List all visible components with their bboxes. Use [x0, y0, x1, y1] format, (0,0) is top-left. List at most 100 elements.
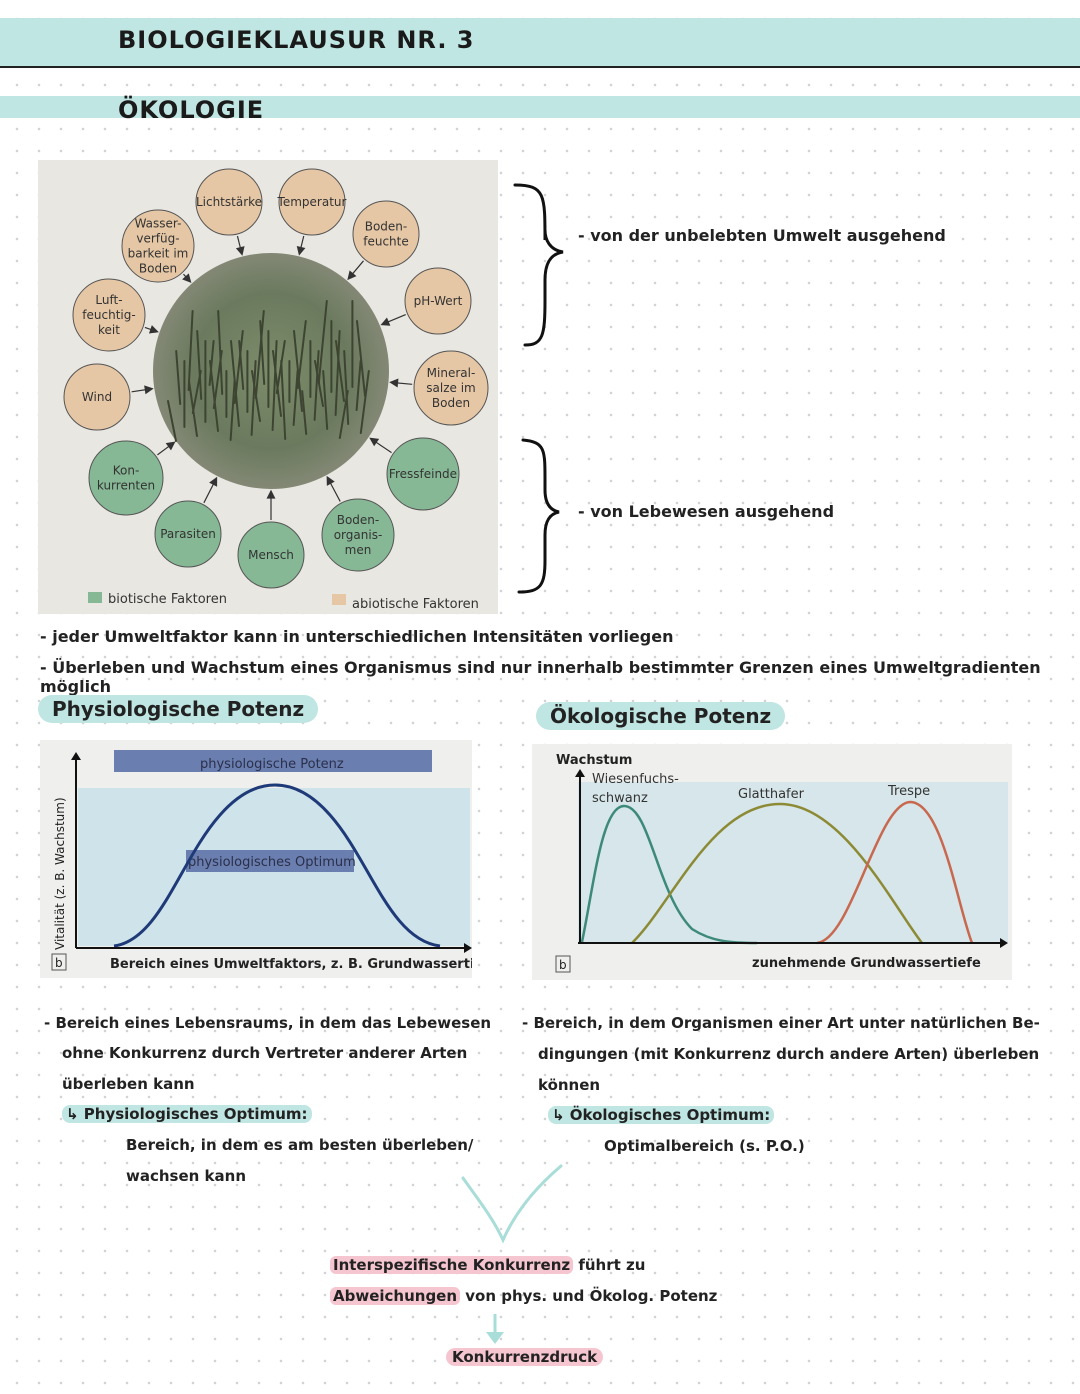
- grass-blade: [196, 330, 203, 400]
- oeko-ylabel: Wachstum: [556, 753, 632, 768]
- oeko-heading: Ökologische Potenz: [536, 702, 786, 730]
- abiotic-factor-label: keit: [98, 323, 120, 337]
- biotic-factor-label: Boden-: [337, 513, 380, 527]
- physio-panel-box: [51, 953, 67, 971]
- grass-photo-circle: [153, 253, 389, 489]
- conclusion-line-1: Interspezifische Konkurrenz führt zu: [330, 1256, 645, 1274]
- abiotic-factor-label: Boden: [432, 396, 470, 410]
- physio-sub-heading-text: ↳ Physiologisches Optimum:: [62, 1105, 312, 1123]
- biotic-factor-bubble: [154, 500, 222, 568]
- abiotic-factor-bubble: [63, 363, 131, 431]
- grass-blade: [188, 380, 198, 437]
- grass-blade: [238, 340, 245, 390]
- physio-x-arrow: [464, 943, 472, 953]
- abiotic-factor-label: Temperatur: [277, 195, 347, 209]
- abiotic-factor-bubble: [352, 200, 420, 268]
- abiotic-factor-label: Boden-: [365, 220, 408, 234]
- oeko-curve-trespe: [816, 800, 974, 945]
- physio-ylabel: Vitalität (z. B. Wachstum): [53, 797, 67, 950]
- conclusion-line-2-rest: von phys. und Ökolog. Potenz: [460, 1287, 718, 1305]
- abiotic-factor-label: pH-Wert: [414, 294, 463, 308]
- oeko-y-arrow: [575, 769, 585, 777]
- grass-blade: [335, 340, 345, 402]
- biotic-arrowhead: [209, 476, 218, 487]
- oeko-text-2: dingungen (mit Konkurrenz durch andere A…: [538, 1045, 1040, 1063]
- abiotic-factor-label: barkeit im: [128, 247, 189, 261]
- grass-blade: [175, 350, 182, 405]
- grass-blade: [334, 330, 341, 416]
- abiotic-factor-label: salze im: [426, 381, 475, 395]
- biotic-arrowhead: [326, 475, 335, 486]
- grass-blade: [217, 310, 224, 395]
- physio-potenz-label: physiologische Potenz: [200, 757, 344, 772]
- abiotic-arrowhead: [347, 270, 357, 281]
- abiotic-arrowhead: [148, 325, 159, 334]
- page-title: BIOLOGIEKLAUSUR NR. 3: [118, 26, 475, 54]
- grass-blade: [208, 340, 215, 386]
- grass-blade: [322, 370, 329, 430]
- page-subtitle: ÖKOLOGIE: [118, 96, 265, 124]
- grass-blade: [301, 390, 308, 435]
- abiotic-factor-label: verfüg-: [136, 232, 179, 246]
- title-rule: [0, 66, 1080, 68]
- grass-blade: [313, 350, 320, 421]
- abiotic-factor-label: feuchte: [363, 235, 409, 249]
- subtitle-band: [0, 96, 1080, 118]
- oeko-series-1-label-a: Wiesenfuchs-: [592, 772, 679, 787]
- note-line-1: - jeder Umweltfaktor kann in unterschied…: [40, 627, 674, 646]
- abiotic-note: - von der unbelebten Umwelt ausgehend: [578, 226, 946, 245]
- biotic-arrowhead: [369, 437, 380, 447]
- oeko-curve-glatthafer: [631, 802, 923, 944]
- oeko-panel-label: b: [559, 958, 567, 972]
- braces: [513, 183, 564, 594]
- oeko-sub-1: Optimalbereich (s. P.O.): [604, 1137, 805, 1155]
- physio-optimum-label: physiologisches Optimum: [188, 855, 356, 870]
- abiotic-factor-label: Boden: [139, 262, 177, 276]
- physio-chart: physiologische Potenz physiologisches Op…: [40, 740, 498, 978]
- brace-biotic: [517, 438, 560, 594]
- abiotic-factor-label: Wasser-: [135, 217, 182, 231]
- physio-text-3: überleben kann: [62, 1075, 195, 1093]
- biotic-factor-label: kurrenten: [97, 479, 155, 493]
- grass-blade: [314, 360, 324, 407]
- biotic-factor-label: men: [345, 543, 372, 557]
- abiotic-arrowhead: [389, 378, 399, 388]
- oeko-chart: Wachstum Wiesenfuchs- schwanz Glatthafer…: [532, 744, 1012, 980]
- grass-blade: [280, 360, 287, 440]
- physio-heading: Physiologische Potenz: [38, 695, 319, 723]
- oeko-series-1-label-b: schwanz: [592, 791, 648, 806]
- physio-xlabel: Bereich eines Umweltfaktors, z. B. Grund…: [110, 957, 472, 972]
- physio-optimum-bar: [186, 850, 354, 872]
- checkmark-icon: [461, 1164, 563, 1244]
- oeko-text-3: können: [538, 1076, 601, 1094]
- grass-blade: [254, 310, 265, 399]
- oeko-curve-wiesenfuchsschwanz: [580, 804, 758, 945]
- grass-blade: [271, 340, 278, 431]
- biotic-factor-label: Parasiten: [160, 527, 216, 541]
- oeko-panel-box: [555, 955, 571, 973]
- legend-abiotic-swatch: [332, 594, 346, 605]
- oeko-series-3-label: Trespe: [887, 784, 930, 799]
- conclusion-line-1-rest: führt zu: [573, 1256, 646, 1274]
- abiotic-factor-bubble: [121, 209, 195, 283]
- grass-blade: [293, 330, 303, 412]
- conclusion-highlight-1: Interspezifische Konkurrenz: [330, 1256, 574, 1274]
- conclusion-result-text: Konkurrenzdruck: [446, 1348, 604, 1366]
- abiotic-arrowhead: [182, 273, 192, 283]
- oeko-text-1: - Bereich, in dem Organismen einer Art u…: [522, 1014, 1040, 1032]
- oeko-sub-heading: ↳ Ökologisches Optimum:: [548, 1106, 775, 1124]
- biotic-factor-bubble: [386, 437, 460, 511]
- conclusion-highlight-2: Abweichungen: [330, 1287, 461, 1305]
- grass-blade: [229, 380, 236, 441]
- oeko-xlabel: zunehmende Grundwassertiefe: [752, 956, 981, 971]
- biotic-factor-bubble: [88, 440, 164, 516]
- grass-blade: [356, 320, 366, 397]
- biotic-arrowhead: [266, 489, 276, 499]
- oeko-series-2-label: Glatthafer: [738, 787, 805, 802]
- arrow-down-icon: [486, 1314, 504, 1344]
- abiotic-factor-label: Lichtstärke: [196, 195, 262, 209]
- biotic-factor-label: Fressfeinde: [389, 467, 457, 481]
- oeko-chart-svg: Wachstum Wiesenfuchs- schwanz Glatthafer…: [555, 753, 1008, 973]
